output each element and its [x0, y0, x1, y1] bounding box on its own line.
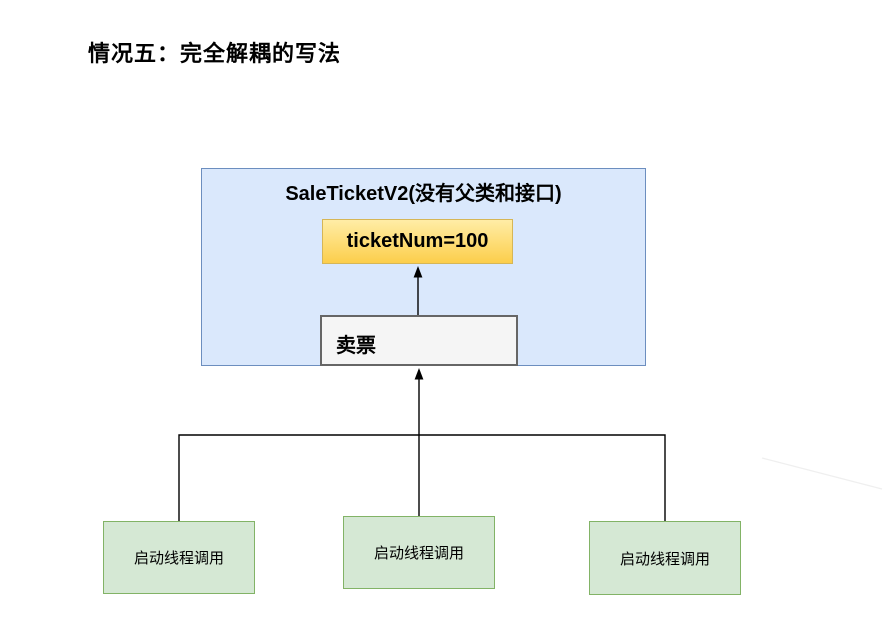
- thread-box-3-label: 启动线程调用: [619, 550, 710, 568]
- thread-branch-connector: [178, 434, 666, 521]
- thread-box-3: 启动线程调用: [589, 521, 741, 595]
- thread-box-2: 启动线程调用: [343, 516, 495, 589]
- thread-box-1: 启动线程调用: [103, 521, 255, 594]
- faint-artifact-line: [761, 457, 883, 490]
- class-box-title: SaleTicketV2(没有父类和接口): [285, 183, 562, 205]
- field-box-label: ticketNum=100: [346, 230, 489, 252]
- arrow-threads-to-sell: [414, 368, 424, 516]
- method-box-sell-ticket: 卖票: [320, 315, 518, 366]
- field-box-ticketnum: ticketNum=100: [322, 219, 513, 264]
- thread-box-2-label: 启动线程调用: [373, 545, 464, 562]
- method-box-label: 卖票: [336, 335, 376, 357]
- thread-box-1-label: 启动线程调用: [133, 550, 224, 567]
- page-title: 情况五：完全解耦的写法: [88, 41, 342, 66]
